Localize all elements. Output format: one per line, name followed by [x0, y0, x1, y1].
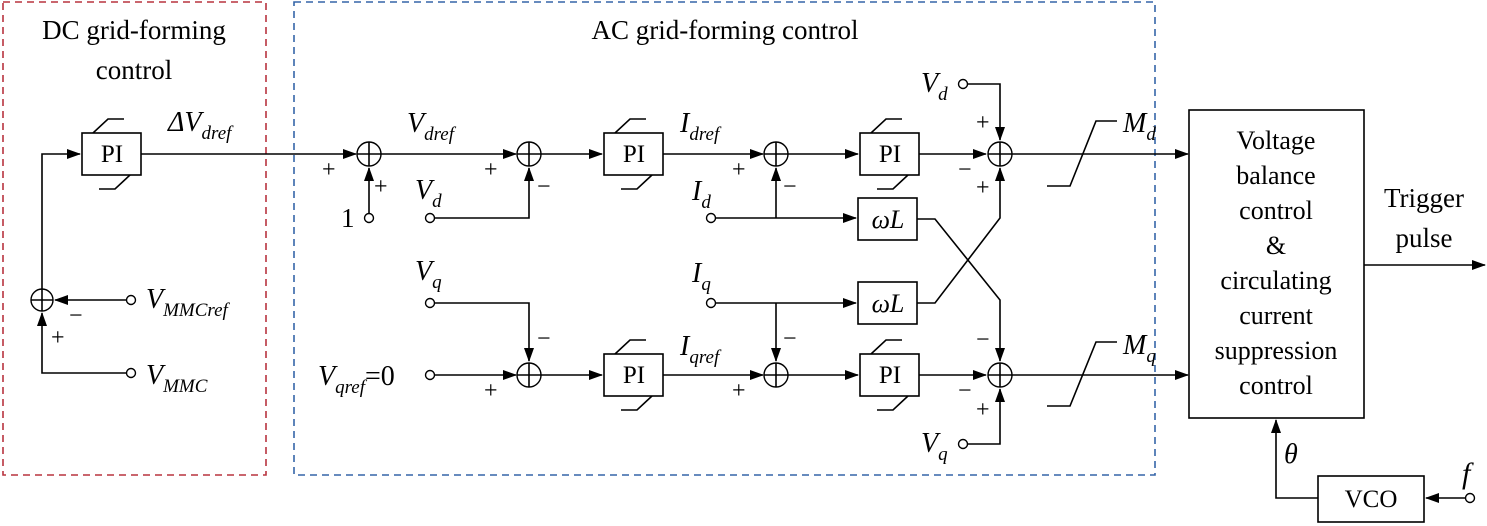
vd-label-2: Vd [921, 68, 948, 105]
trigger-label-2: pulse [1396, 223, 1453, 253]
dc-region-title-2: control [96, 55, 172, 85]
cross-coupling-q-to-d [917, 167, 1005, 304]
svg-text:balance: balance [1236, 161, 1315, 190]
svg-text:ωL: ωL [872, 289, 905, 318]
delta-vdref-label: ΔVdref [167, 107, 234, 144]
f-label: f [1462, 457, 1474, 490]
svg-text:PI: PI [101, 141, 123, 168]
vmmc-terminal [125, 367, 137, 379]
svg-text:−: − [69, 303, 83, 329]
vq-terminal-2 [957, 438, 969, 450]
ac-region-border [293, 1, 1156, 476]
svg-text:−: − [958, 378, 972, 404]
vdref-label: Vdref [407, 108, 457, 145]
svg-text:PI: PI [879, 362, 901, 389]
pi-current-q: PI [859, 339, 920, 411]
vco-block: VCO [1317, 475, 1425, 523]
vq-label-1: Vq [415, 256, 442, 293]
svg-text:+: + [51, 325, 65, 351]
svg-text:1: 1 [341, 203, 355, 233]
voltage-balance-control-block: Voltage balance control & circulating cu… [1188, 109, 1365, 419]
svg-text:PI: PI [623, 141, 645, 168]
vd-terminal-1 [424, 212, 436, 224]
id-label: Id [691, 176, 711, 213]
svg-text:suppression: suppression [1215, 336, 1338, 365]
dc-region-title-1: DC grid-forming [42, 15, 226, 45]
svg-text:control: control [1239, 371, 1313, 400]
f-terminal [1464, 492, 1476, 504]
svg-text:+: + [484, 378, 498, 404]
theta-arrow [1271, 419, 1318, 499]
svg-text:−: − [958, 157, 972, 183]
vq-terminal-1 [424, 297, 436, 309]
svg-text:control: control [1239, 196, 1313, 225]
svg-text:+: + [374, 174, 388, 200]
vmmcref-terminal [125, 294, 137, 306]
theta-label: θ [1284, 439, 1298, 470]
one-terminal [363, 212, 375, 224]
svg-text:ωL: ωL [872, 205, 905, 234]
svg-text:+: + [732, 378, 746, 404]
limiter-mq [1047, 341, 1117, 407]
svg-text:&: & [1266, 231, 1286, 260]
iqref-label: Iqref [679, 331, 722, 368]
svg-text:+: + [976, 397, 990, 423]
svg-text:−: − [976, 327, 990, 353]
iq-label: Iq [691, 258, 711, 295]
iq-terminal [705, 297, 717, 309]
svg-text:circulating: circulating [1220, 266, 1331, 295]
svg-text:current: current [1239, 301, 1313, 330]
vqref-terminal [424, 369, 436, 381]
svg-text:PI: PI [623, 362, 645, 389]
svg-text:−: − [537, 326, 551, 352]
pi-voltage-q: PI [603, 339, 664, 411]
pi-voltage-d: PI [603, 118, 664, 190]
svg-text:−: − [537, 174, 551, 200]
vd-label-1: Vd [415, 175, 442, 212]
omega-l-block-q: ωL [857, 281, 918, 325]
svg-text:−: − [783, 326, 797, 352]
svg-text:Voltage: Voltage [1237, 126, 1316, 155]
svg-text:PI: PI [879, 141, 901, 168]
svg-text:+: + [484, 157, 498, 183]
mq-label: Mq [1122, 330, 1156, 367]
trigger-label-1: Trigger [1384, 183, 1464, 213]
pi-current-d: PI [859, 118, 920, 190]
svg-text:VCO: VCO [1345, 486, 1398, 513]
ac-region-title: AC grid-forming control [592, 15, 859, 45]
svg-text:+: + [976, 110, 990, 136]
svg-text:+: + [322, 157, 336, 183]
vd-terminal-2 [957, 78, 969, 90]
svg-text:−: − [783, 174, 797, 200]
vmmc-label: VMMC [146, 360, 208, 397]
svg-text:+: + [976, 175, 990, 201]
vqref-label: Vqref=0 [318, 361, 395, 398]
md-label: Md [1122, 108, 1156, 145]
dc-pi-block: PI [81, 118, 142, 190]
vmmcref-label: VMMCref [146, 284, 231, 321]
dc-region-border [2, 1, 267, 476]
id-terminal [705, 212, 717, 224]
vq-label-2: Vq [921, 428, 948, 465]
omega-l-block-d: ωL [857, 197, 918, 241]
idref-label: Idref [679, 108, 722, 145]
svg-text:+: + [732, 157, 746, 183]
